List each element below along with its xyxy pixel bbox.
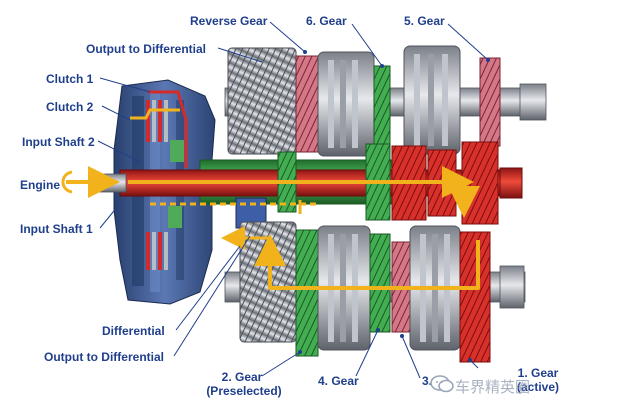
label-differential: Differential <box>102 324 165 338</box>
label-engine: Engine <box>20 178 61 192</box>
label-clutch-2: Clutch 2 <box>46 100 94 114</box>
label-input-shaft-1: Input Shaft 1 <box>20 222 93 236</box>
label-gear-1: 1. Gear <box>517 366 559 380</box>
clutch-discs <box>146 100 184 270</box>
label-output-to-differential-top: Output to Differential <box>86 42 206 56</box>
label-clutch-1: Clutch 1 <box>46 72 94 86</box>
upper-layshaft <box>224 45 547 157</box>
label-output-to-differential-bottom: Output to Differential <box>44 350 164 364</box>
label-reverse-gear: Reverse Gear <box>190 14 268 28</box>
label-gear-2-state: (Preselected) <box>206 384 282 398</box>
chat-bubble-icon <box>430 375 454 393</box>
label-gear-3: 3. <box>422 374 433 388</box>
label-gear-6: 6. Gear <box>306 14 347 28</box>
label-gear-1-state: (active) <box>516 380 560 394</box>
label-gear-2: 2. Gear <box>221 370 263 384</box>
leader-dots <box>298 50 490 362</box>
watermark-text: 车界精英圈 <box>455 378 531 396</box>
label-gear-4: 4. Gear <box>318 374 359 388</box>
power-flow-arrows <box>61 166 480 290</box>
leader-lines <box>97 21 489 379</box>
label-input-shaft-2: Input Shaft 2 <box>22 135 95 149</box>
label-gear-5: 5. Gear <box>404 14 445 28</box>
